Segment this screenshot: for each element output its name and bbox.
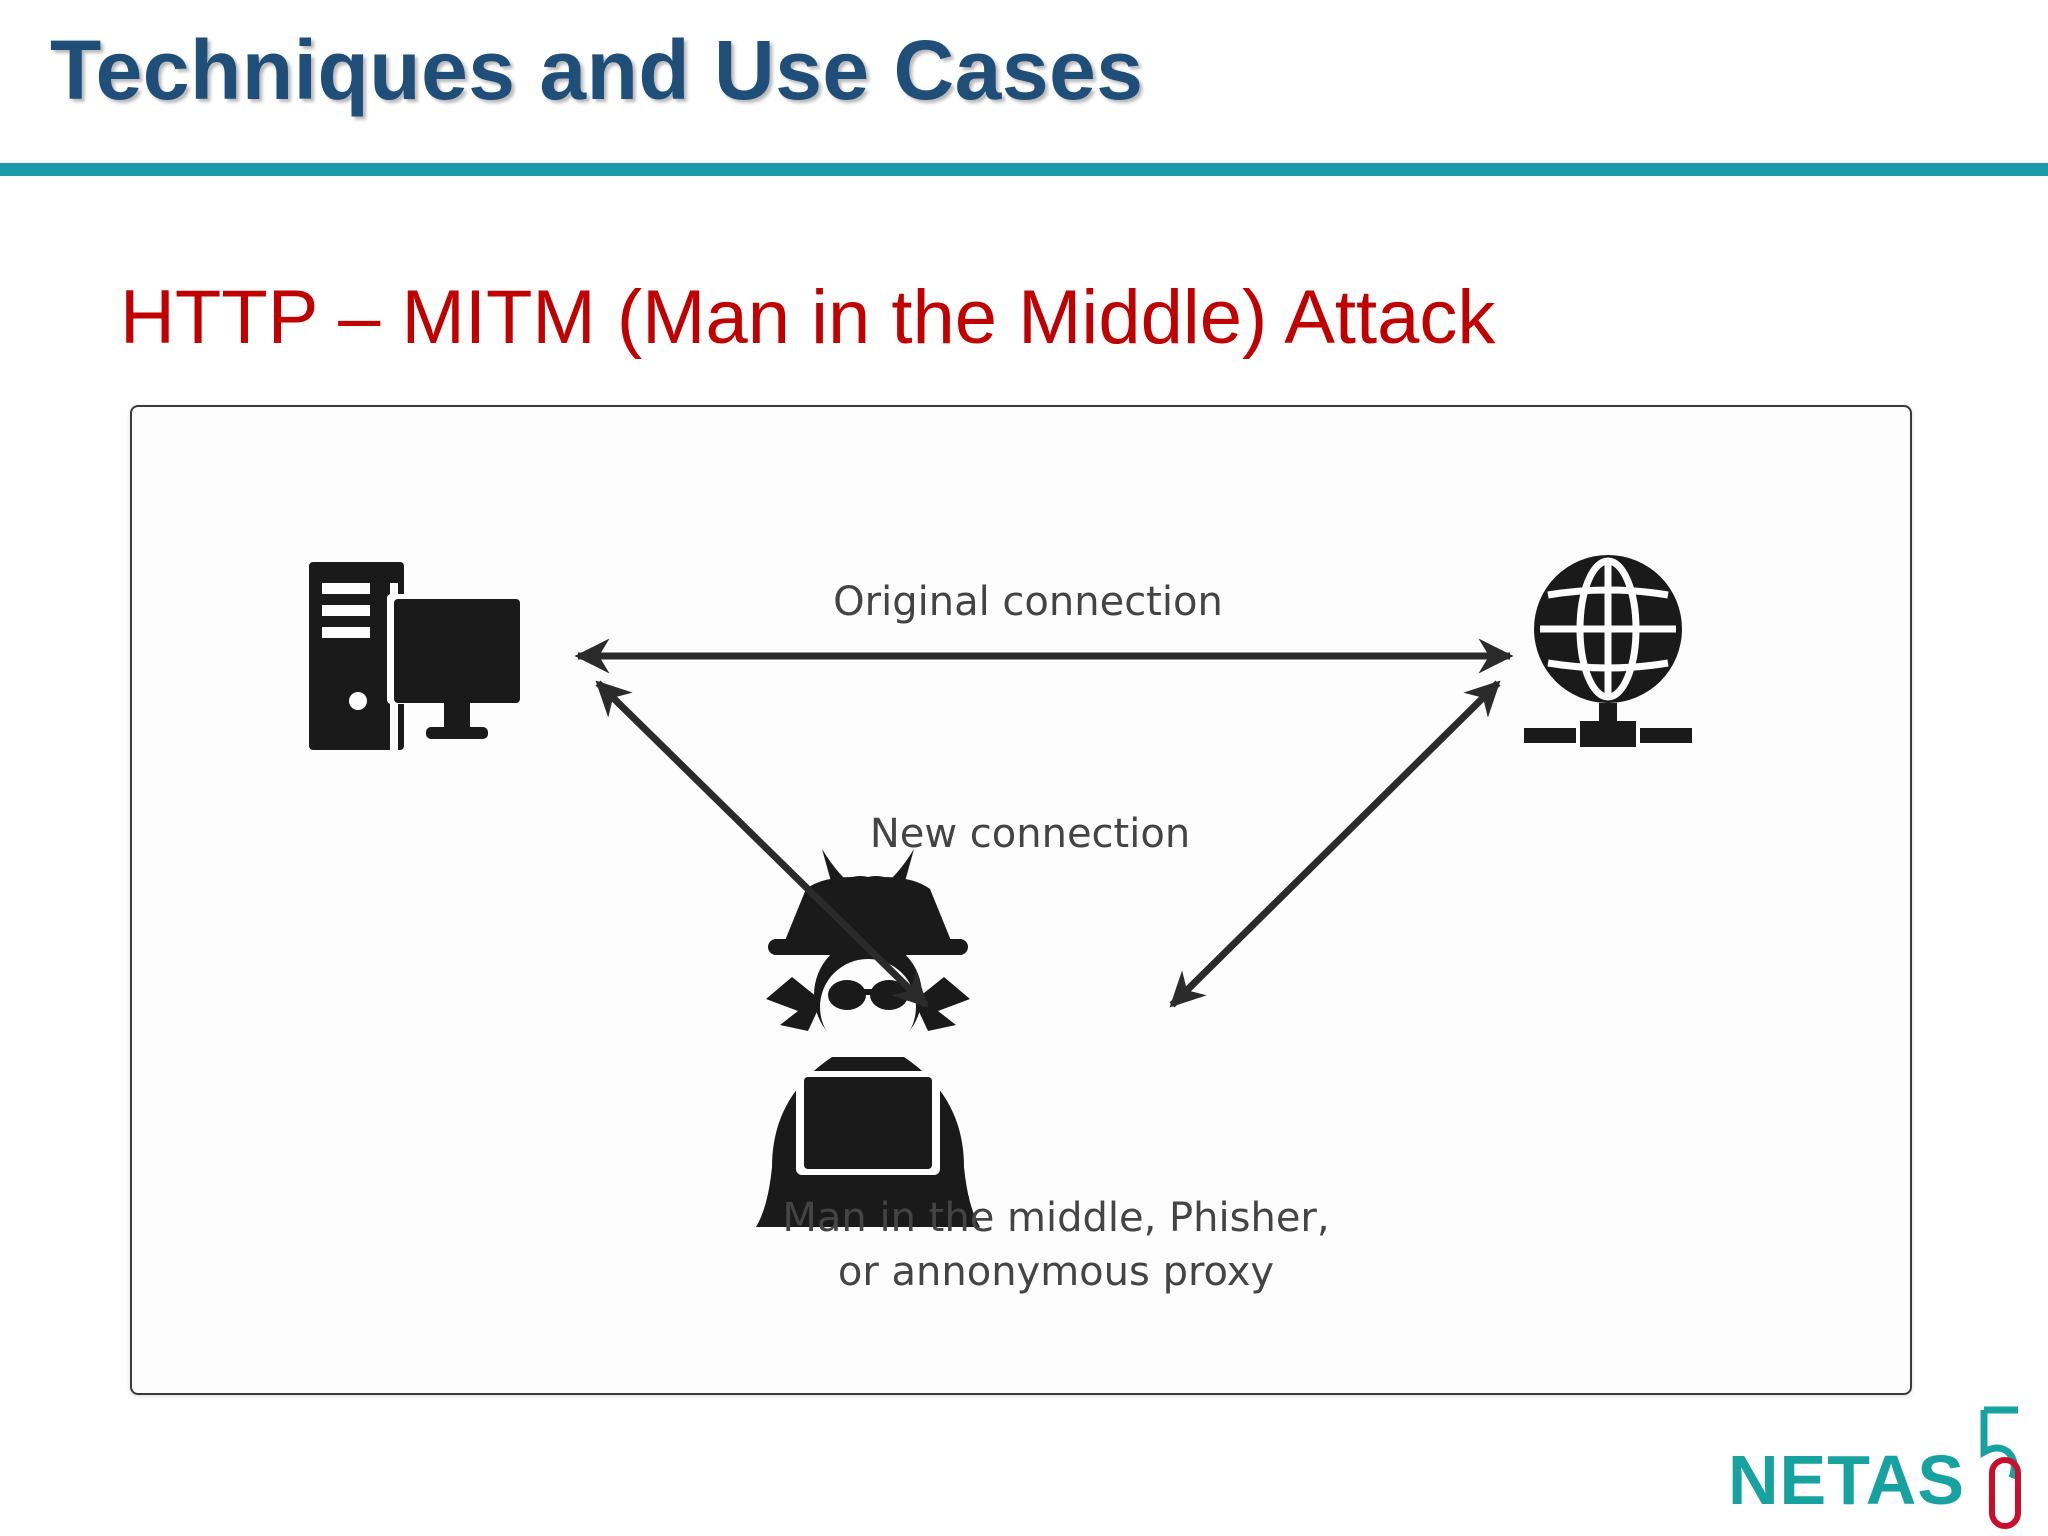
netas-logo: NETAS: [1728, 1402, 2028, 1532]
desktop-computer-icon: [309, 562, 522, 750]
client-attacker-arrow: [595, 680, 929, 1008]
new-connection-label: New connection: [870, 811, 1190, 857]
diagram-frame: Original connection New connection Man i…: [130, 405, 1912, 1395]
original-connection-label: Original connection: [833, 579, 1223, 625]
globe-network-icon: [1524, 555, 1692, 747]
slide-title: Techniques and Use Cases: [50, 23, 1144, 117]
logo-text: NETAS: [1728, 1441, 1966, 1519]
server-attacker-arrow: [1169, 680, 1501, 1008]
attacker-label-line1: Man in the middle, Phisher,: [782, 1195, 1329, 1241]
hacker-with-laptop-icon: [756, 849, 980, 1227]
title-divider: [0, 163, 2048, 176]
slide-subtitle: HTTP – MITM (Man in the Middle) Attack: [120, 275, 1496, 360]
logo-50-mark: [1980, 1406, 2021, 1529]
attacker-label-line2: or annonymous proxy: [838, 1249, 1274, 1295]
mitm-diagram: Original connection New connection Man i…: [309, 555, 1692, 1295]
